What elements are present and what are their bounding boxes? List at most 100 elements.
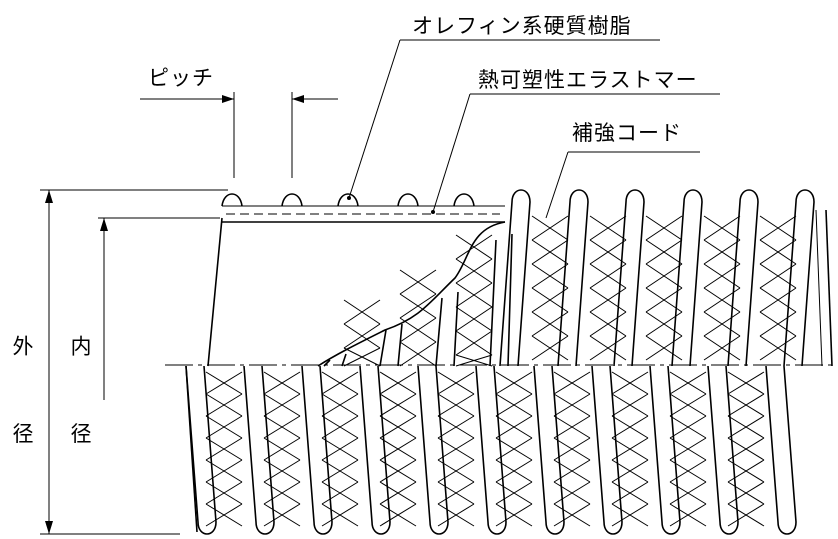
hatch-line bbox=[321, 481, 359, 505]
hatch-line bbox=[437, 393, 475, 417]
hatch-line bbox=[703, 215, 741, 241]
hatch-line bbox=[759, 311, 797, 337]
rib-mid bbox=[435, 291, 459, 367]
hatch-line bbox=[611, 415, 649, 439]
rib-lower bbox=[591, 365, 623, 535]
rib-lower bbox=[301, 365, 333, 535]
hatch-line bbox=[589, 239, 627, 265]
hatch-line bbox=[495, 393, 533, 417]
hatch-line bbox=[703, 287, 741, 313]
hatch-line bbox=[205, 393, 243, 417]
hatch-line bbox=[703, 239, 741, 265]
hatch-line bbox=[727, 437, 765, 461]
hatch-line bbox=[553, 437, 591, 461]
rib-lower bbox=[185, 365, 217, 535]
hatch-line bbox=[495, 503, 533, 527]
hatch-line bbox=[759, 239, 797, 265]
hatch-line bbox=[727, 481, 765, 505]
hatch-line bbox=[645, 311, 683, 337]
hatch-line bbox=[399, 341, 437, 367]
hatch-line bbox=[455, 306, 493, 332]
hatch-line bbox=[399, 293, 437, 319]
hatch-line bbox=[759, 263, 797, 289]
hatch-line bbox=[759, 287, 797, 313]
hatch-line bbox=[645, 239, 683, 265]
hatch-line bbox=[531, 215, 569, 241]
hatch-line bbox=[321, 371, 359, 395]
hatch-line bbox=[531, 311, 569, 337]
hatch-line bbox=[669, 371, 707, 395]
rib-lower bbox=[765, 365, 797, 535]
cord-cross-hatching bbox=[205, 209, 823, 527]
hatch-line bbox=[589, 215, 627, 241]
hatch-line bbox=[263, 459, 301, 483]
hatch-line bbox=[589, 311, 627, 337]
hatch-line bbox=[437, 459, 475, 483]
rib-mid bbox=[489, 233, 513, 367]
hatch-line bbox=[589, 263, 627, 289]
hatch-line bbox=[437, 437, 475, 461]
hatch-line bbox=[263, 503, 301, 527]
hatch-line bbox=[437, 415, 475, 439]
hatch-line bbox=[379, 481, 417, 505]
hatch-line bbox=[727, 459, 765, 483]
hatch-line bbox=[669, 415, 707, 439]
hatch-line bbox=[669, 437, 707, 461]
hatch-line bbox=[379, 371, 417, 395]
hatch-line bbox=[553, 371, 591, 395]
hatch-line bbox=[495, 481, 533, 505]
hatch-line bbox=[553, 393, 591, 417]
hatch-line bbox=[611, 393, 649, 417]
hatch-line bbox=[379, 415, 417, 439]
hatch-line bbox=[495, 371, 533, 395]
hatch-line bbox=[263, 371, 301, 395]
hatch-line bbox=[455, 258, 493, 284]
hatch-line bbox=[611, 503, 649, 527]
hatch-line bbox=[611, 437, 649, 461]
hatch-line bbox=[205, 503, 243, 527]
hatch-line bbox=[343, 299, 381, 325]
outer-diameter-dimension bbox=[40, 189, 228, 535]
hatch-line bbox=[205, 481, 243, 505]
hatch-line bbox=[321, 459, 359, 483]
hatch-line bbox=[495, 415, 533, 439]
rib-upper bbox=[613, 189, 645, 367]
hatch-line bbox=[727, 371, 765, 395]
hatch-line bbox=[531, 263, 569, 289]
hatch-line bbox=[669, 481, 707, 505]
hatch-line bbox=[669, 393, 707, 417]
hatch-line bbox=[379, 459, 417, 483]
hatch-line bbox=[727, 503, 765, 527]
outer-diameter-label: 外 径 bbox=[10, 335, 34, 474]
hatch-line bbox=[703, 263, 741, 289]
hatch-line bbox=[437, 503, 475, 527]
hatch-line bbox=[343, 347, 381, 367]
hatch-line bbox=[399, 269, 437, 295]
hatch-line bbox=[437, 481, 475, 505]
rib-upper bbox=[557, 189, 589, 367]
rib-mid bbox=[323, 353, 347, 367]
hatch-line bbox=[669, 459, 707, 483]
rib-lower bbox=[707, 365, 739, 535]
hatch-line bbox=[531, 287, 569, 313]
hatch-line bbox=[553, 459, 591, 483]
rib-upper bbox=[727, 189, 759, 367]
hatch-line bbox=[455, 330, 493, 356]
inner-diameter-dimension bbox=[98, 217, 220, 400]
hatch-line bbox=[553, 503, 591, 527]
rib-upper bbox=[783, 189, 815, 367]
hatch-line bbox=[263, 481, 301, 505]
hatch-line bbox=[727, 415, 765, 439]
rib-lower bbox=[417, 365, 449, 535]
hatch-line bbox=[379, 503, 417, 527]
hatch-line bbox=[379, 393, 417, 417]
rib-lower bbox=[533, 365, 565, 535]
hatch-line bbox=[815, 209, 823, 367]
hatch-line bbox=[205, 371, 243, 395]
hatch-line bbox=[759, 215, 797, 241]
hatch-line bbox=[727, 393, 765, 417]
hatch-line bbox=[495, 437, 533, 461]
hatch-line bbox=[205, 437, 243, 461]
hatch-line bbox=[263, 415, 301, 439]
hatch-line bbox=[611, 459, 649, 483]
